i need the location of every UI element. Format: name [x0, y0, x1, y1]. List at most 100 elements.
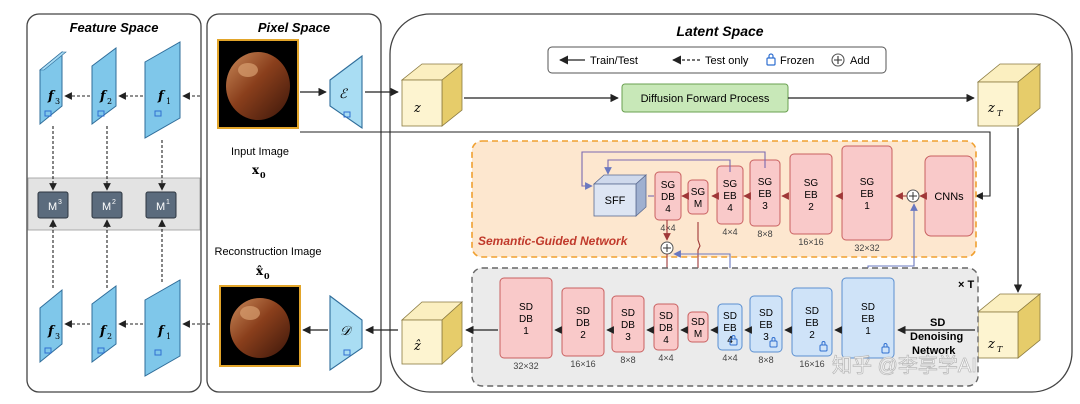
sd-block-size: 16×16	[570, 359, 595, 369]
sd-block-label: 1	[523, 326, 529, 337]
sg-block-label: SG	[804, 178, 819, 189]
feature-map-f2-top: f 2	[91, 47, 117, 125]
sg-blocks: SGDB44×4SGMSGEB44×4SGEB38×8SGEB216×16SGE…	[654, 145, 893, 253]
svg-text:2: 2	[112, 199, 116, 206]
svg-text:1: 1	[166, 332, 171, 341]
add-icon	[831, 53, 845, 67]
sd-block-size: 32×32	[513, 361, 538, 371]
sd-block-label: SD	[621, 308, 635, 319]
svg-text:z: z	[413, 101, 421, 116]
reconstruction-symbol: x̂	[256, 264, 264, 278]
sg-block-label: 3	[762, 201, 768, 212]
decoder: 𝒟	[329, 294, 363, 372]
sg-block-size: 4×4	[722, 227, 737, 237]
svg-text:f: f	[47, 324, 56, 339]
sd-block-label: SD	[519, 302, 533, 313]
sd-block-label: DB	[621, 320, 635, 331]
sd-block-size: 4×4	[722, 353, 737, 363]
legend-test-only: Test only	[705, 55, 749, 67]
svg-text:3: 3	[55, 97, 60, 106]
sg-block-label: 4	[665, 204, 671, 215]
sd-block-label: EB	[723, 323, 737, 334]
feature-map-f3-top: f 3	[39, 50, 67, 126]
sg-block-label: EB	[860, 189, 874, 200]
memory-m3: M 3	[37, 191, 69, 219]
sd-block-label: EB	[805, 318, 819, 329]
sd-block-label: SD	[723, 311, 737, 322]
legend: Train/Test Test only Frozen Add	[547, 46, 887, 74]
svg-text:0: 0	[264, 271, 270, 281]
sg-block-1: SGM	[687, 179, 709, 215]
svg-text:T: T	[997, 109, 1003, 118]
svg-text:f: f	[99, 324, 108, 339]
legend-train-test: Train/Test	[590, 55, 638, 67]
sd-blocks: SDDB132×32SDDB216×16SDDB38×8SDDB44×4SDMS…	[499, 277, 895, 371]
svg-text:Diffusion Forward Process: Diffusion Forward Process	[641, 93, 770, 105]
svg-text:T: T	[997, 345, 1003, 354]
sd-block-label: SD	[576, 306, 590, 317]
latent-zT-bottom-cube: z T	[976, 293, 1042, 359]
svg-text:f: f	[157, 324, 166, 339]
svg-text:SFF: SFF	[605, 195, 626, 207]
sg-block-label: EB	[804, 190, 818, 201]
lock-icon	[881, 343, 890, 354]
svg-text:Network: Network	[912, 345, 956, 357]
sg-block-label: 2	[808, 202, 814, 213]
reconstruction-caption: Reconstruction Image	[215, 246, 322, 258]
latent-z-cube: z	[400, 63, 464, 127]
svg-text:Semantic-Guided Network: Semantic-Guided Network	[478, 234, 629, 248]
legend-add: Add	[850, 55, 870, 67]
sd-block-4: SDM	[687, 311, 709, 343]
sd-block-label: EB	[759, 320, 773, 331]
latent-space-title: Latent Space	[676, 23, 763, 39]
sg-block-label: DB	[661, 192, 675, 203]
latent-zT-cube: z T	[976, 63, 1042, 127]
sg-block-label: EB	[758, 189, 772, 200]
memory-m1: M 1	[145, 191, 177, 219]
lock-icon	[819, 341, 828, 352]
sg-block-label: 1	[864, 201, 870, 212]
sd-block-label: 2	[809, 330, 815, 341]
sd-block-size: 8×8	[620, 355, 635, 365]
svg-text:ℰ: ℰ	[339, 87, 348, 102]
sd-block-label: 4	[663, 335, 669, 346]
sg-block-size: 32×32	[854, 243, 879, 253]
sg-block-label: M	[694, 199, 702, 210]
svg-text:𝒟: 𝒟	[340, 324, 353, 339]
svg-text:SD: SD	[930, 317, 945, 329]
sd-block-label: SD	[805, 306, 819, 317]
feature-map-f1-bottom: f 1	[144, 279, 181, 377]
reconstruction-image	[219, 285, 301, 367]
sg-block-label: SG	[723, 179, 738, 190]
pixel-space-title: Pixel Space	[258, 20, 330, 35]
svg-text:M: M	[48, 201, 57, 213]
lock-icon	[729, 335, 738, 346]
svg-text:3: 3	[55, 332, 60, 341]
sd-block-label: 3	[763, 332, 769, 343]
input-image-caption: Input Image	[231, 146, 289, 158]
svg-text:ẑ: ẑ	[413, 339, 421, 354]
sg-block-label: 4	[727, 203, 733, 214]
diffusion-forward-process: Diffusion Forward Process	[621, 83, 789, 113]
sg-block-label: SG	[661, 180, 676, 191]
feature-map-f3-bottom: f 3	[39, 288, 63, 364]
sd-block-label: M	[694, 329, 702, 340]
svg-text:1: 1	[166, 97, 171, 106]
sg-block-label: SG	[758, 177, 773, 188]
svg-text:z: z	[987, 101, 995, 116]
svg-text:1: 1	[166, 199, 170, 206]
svg-text:Denoising: Denoising	[910, 331, 963, 343]
sg-block-size: 16×16	[798, 237, 823, 247]
sd-block-label: 3	[625, 332, 631, 343]
svg-text:CNNs: CNNs	[934, 191, 964, 203]
feature-space-title: Feature Space	[70, 20, 159, 35]
